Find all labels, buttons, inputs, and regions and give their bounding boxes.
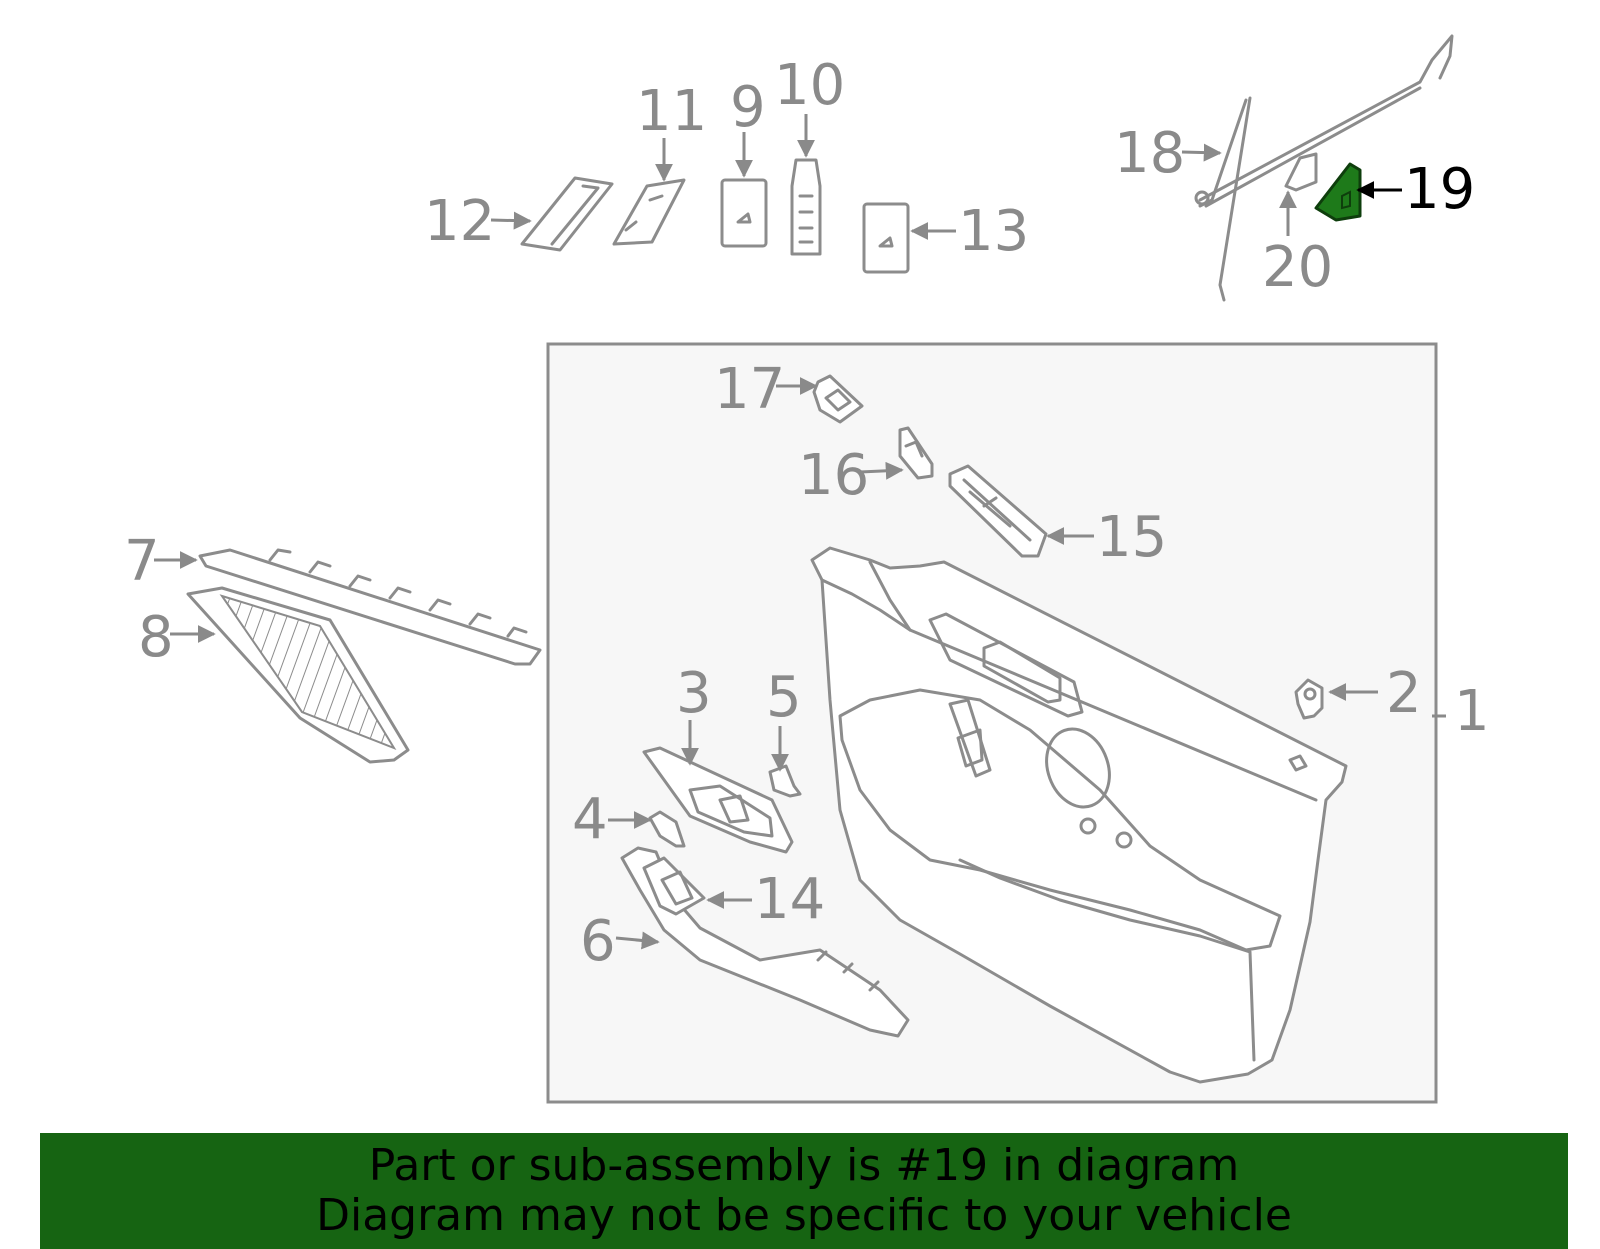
part-7[interactable] [198,548,542,666]
part-13[interactable] [862,202,910,274]
callout-8: 8 [138,605,174,670]
callout-15: 15 [1096,505,1167,570]
part-19[interactable] [1314,162,1362,222]
part-9[interactable] [720,178,768,248]
part-3[interactable] [642,746,794,854]
part-20[interactable] [1284,152,1318,192]
callout-11: 11 [636,79,707,144]
callout-14: 14 [754,867,825,932]
part-15[interactable] [948,464,1048,558]
callout-3: 3 [676,661,712,726]
part-18[interactable] [1194,34,1454,302]
callout-6: 6 [580,909,616,974]
part-4[interactable] [648,810,686,848]
callout-18: 18 [1114,121,1185,186]
callout-10: 10 [774,53,845,118]
part-8[interactable] [186,586,410,764]
callout-9: 9 [730,75,766,140]
callout-1: 1 [1454,679,1490,744]
callout-12: 12 [424,189,495,254]
banner-line-part: Part or sub-assembly is #19 in diagram [368,1140,1240,1191]
banner-line-disclaimer: Diagram may not be specific to your vehi… [316,1190,1292,1241]
part-11[interactable] [612,178,686,246]
part-16[interactable] [898,426,934,480]
callout-13: 13 [958,199,1029,264]
part-2[interactable] [1294,678,1324,720]
callout-17: 17 [714,357,785,422]
callout-arrows [154,114,1446,950]
callout-labels: 1 2 3 4 5 6 7 8 9 10 11 12 13 14 15 16 1… [124,53,1490,974]
part-10[interactable] [790,158,822,256]
callout-20: 20 [1262,235,1333,300]
callout-4: 4 [572,787,608,852]
callout-7: 7 [124,529,160,594]
info-banner: Part or sub-assembly is #19 in diagram D… [40,1133,1568,1249]
callout-19: 19 [1404,157,1475,222]
callout-5: 5 [766,665,802,730]
part-14[interactable] [642,856,706,916]
part-1[interactable] [810,546,1348,1084]
callout-2: 2 [1386,661,1422,726]
part-12[interactable] [520,176,614,252]
callout-16: 16 [798,443,869,508]
